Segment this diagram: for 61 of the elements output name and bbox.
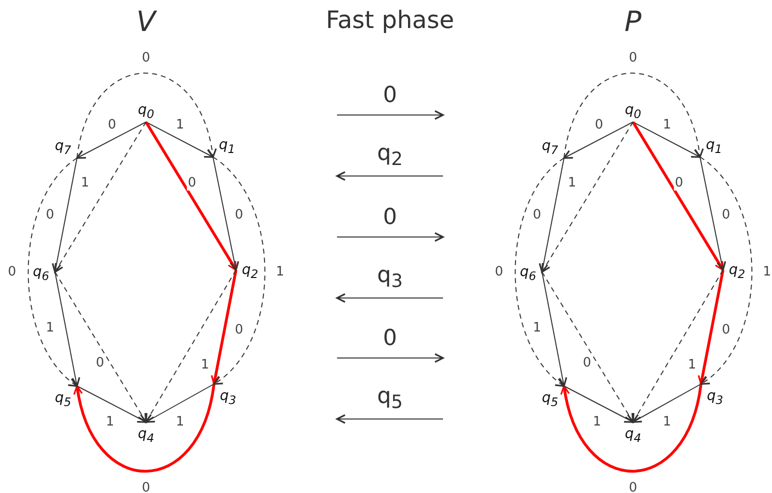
title: Fast phase	[326, 6, 454, 34]
arrow	[54, 272, 147, 423]
edge-label: 0	[186, 176, 198, 190]
arrow	[542, 272, 568, 387]
graph-title: V	[136, 5, 156, 39]
arrow	[212, 156, 266, 385]
arrow	[514, 158, 565, 387]
edge-label: 0	[674, 176, 684, 190]
arrow	[145, 384, 214, 423]
arrow	[564, 72, 704, 158]
graph-vertex: q$_{7}$	[539, 137, 564, 158]
graph-vertex: q$_{2}$	[236, 261, 261, 279]
graph-vertex: q$_{7}$	[52, 137, 77, 158]
arrow	[146, 122, 214, 158]
arrow	[541, 122, 634, 273]
arrow	[76, 386, 147, 423]
arrow	[538, 158, 564, 273]
arrow	[212, 156, 240, 271]
graph-vertex: q$_{5}$	[539, 386, 564, 407]
arrow	[542, 272, 634, 423]
arrow	[52, 158, 78, 273]
graph-vertex: q$_{2}$	[723, 261, 748, 279]
message-label: 0	[383, 205, 397, 231]
graph-vertex: q$_{3}$	[701, 384, 726, 405]
arrow	[74, 384, 216, 473]
arrow	[54, 122, 146, 273]
arrow	[28, 158, 78, 387]
graph-vertex: q$_{4}$	[135, 422, 157, 443]
arrow	[54, 272, 80, 387]
arrow	[76, 72, 216, 158]
graph-vertex: q$_{6}$	[30, 263, 55, 281]
arrow	[564, 386, 634, 423]
arrow	[700, 156, 726, 271]
graph-title: P	[624, 5, 642, 39]
arrow	[210, 270, 238, 385]
arrow	[560, 384, 702, 473]
arrow	[632, 121, 724, 271]
arrow	[700, 156, 752, 385]
arrow	[145, 270, 236, 423]
arrow	[76, 122, 146, 159]
graph-vertex: q$_{1}$	[213, 136, 238, 157]
message-label: q$_{3}$	[377, 262, 403, 294]
edge-label: 0	[628, 480, 638, 493]
arrow	[632, 122, 701, 158]
message-label: q$_{5}$	[377, 384, 403, 416]
message-label: q$_{2}$	[377, 140, 403, 172]
graph-vertex: q$_{1}$	[700, 136, 725, 157]
message-label: 0	[383, 326, 397, 352]
graph-vertex: q$_{6}$	[517, 263, 542, 281]
message-label: 0	[383, 83, 397, 109]
arrow	[632, 384, 702, 423]
graph-vertex: q$_{4}$	[622, 422, 644, 443]
arrow	[144, 121, 238, 271]
arrow	[632, 270, 724, 423]
graph-vertex: q$_{3}$	[214, 384, 239, 405]
graph-vertex: q$_{0}$	[135, 101, 157, 122]
graph-vertex: q$_{0}$	[622, 101, 644, 122]
graph-vertex: q$_{5}$	[52, 386, 77, 407]
arrow	[563, 122, 634, 159]
edge-label: 0	[140, 480, 152, 493]
arrow	[698, 270, 724, 385]
